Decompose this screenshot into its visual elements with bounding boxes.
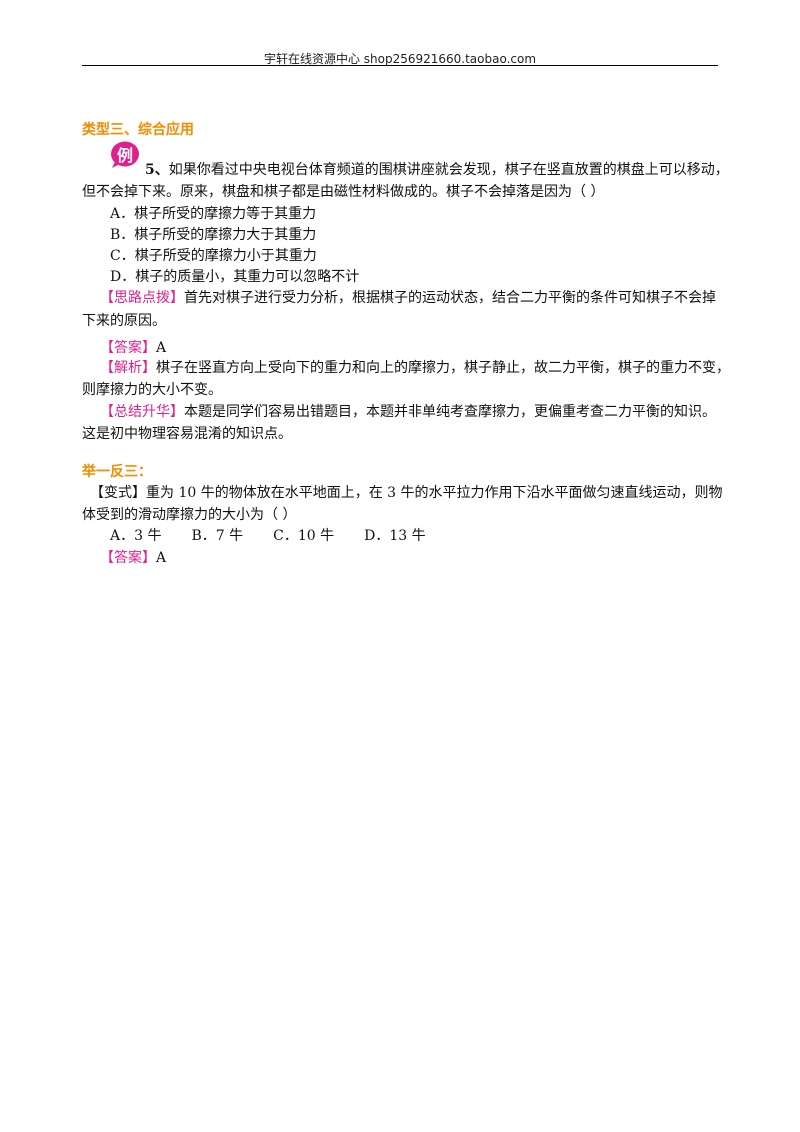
variant-option-c: C．10 牛 (273, 528, 335, 544)
option-b: B．棋子所受的摩擦力大于其重力 (110, 227, 317, 243)
variant-answer-line: 【答案】A (100, 548, 166, 568)
section-title-practice: 举一反三： (82, 464, 152, 480)
hint-line-1: 【思路点拨】首先对棋子进行受力分析，根据棋子的运动状态，结合二力平衡的条件可知棋… (100, 288, 716, 308)
variant-text-1: 重为 10 牛的物体放在水平地面上，在 3 牛的水平拉力作用下沿水平面做匀速直线… (146, 485, 723, 501)
analysis-text-1: 棋子在竖直方向上受向下的重力和向上的摩擦力，棋子静止，故二力平衡，棋子的重力不变… (156, 360, 730, 376)
question-text-1: 如果你看过中央电视台体育频道的围棋讲座就会发现，棋子在竖直放置的棋盘上可以移动， (168, 162, 729, 178)
analysis-tag: 【解析】 (100, 360, 156, 376)
example-badge-icon (111, 141, 139, 168)
variant-line-1: 【变式】重为 10 牛的物体放在水平地面上，在 3 牛的水平拉力作用下沿水平面做… (90, 483, 723, 503)
question-line-2: 但不会掉下来。原来，棋盘和棋子都是由磁性材料做成的。棋子不会掉落是因为（ ） (82, 184, 605, 200)
variant-options: A．3 牛 B．7 牛 C．10 牛 D．13 牛 (110, 526, 426, 546)
analysis-line-1: 【解析】棋子在竖直方向上受向下的重力和向上的摩擦力，棋子静止，故二力平衡，棋子的… (100, 358, 730, 378)
example-badge-label: 例 (116, 146, 133, 165)
analysis-line-2: 则摩擦力的大小不变。 (82, 382, 222, 398)
hint-line-2: 下来的原因。 (82, 313, 166, 329)
answer-tag: 【答案】 (100, 340, 156, 356)
summary-text-1: 本题是同学们容易出错题目，本题并非单纯考查摩擦力，更偏重考查二力平衡的知识。 (184, 404, 716, 420)
variant-option-a: A．3 牛 (110, 528, 162, 544)
answer-line: 【答案】A (100, 338, 166, 358)
variant-option-b: B．7 牛 (191, 528, 244, 544)
option-a: A．棋子所受的摩擦力等于其重力 (110, 206, 317, 222)
question-line-1: 5、如果你看过中央电视台体育频道的围棋讲座就会发现，棋子在竖直放置的棋盘上可以移… (145, 160, 729, 180)
summary-line-1: 【总结升华】本题是同学们容易出错题目，本题并非单纯考查摩擦力，更偏重考查二力平衡… (100, 402, 716, 422)
option-c: C．棋子所受的摩擦力小于其重力 (110, 248, 317, 264)
header-rule (82, 65, 718, 66)
page-header: 宇轩在线资源中心 shop256921660.taobao.com (263, 52, 537, 66)
option-d: D．棋子的质量小，其重力可以忽略不计 (110, 269, 360, 285)
summary-tag: 【总结升华】 (100, 404, 184, 420)
summary-line-2: 这是初中物理容易混淆的知识点。 (82, 426, 292, 442)
hint-tag: 【思路点拨】 (100, 290, 184, 306)
question-number: 5、 (145, 162, 169, 178)
variant-answer-tag: 【答案】 (100, 550, 156, 566)
hint-text-1: 首先对棋子进行受力分析，根据棋子的运动状态，结合二力平衡的条件可知棋子不会掉 (184, 290, 716, 306)
example-badge: 例 (110, 140, 140, 168)
answer-value: A (156, 340, 167, 356)
section-title-comprehensive: 类型三、综合应用 (82, 122, 194, 138)
variant-answer-value: A (156, 550, 167, 566)
variant-option-d: D．13 牛 (364, 528, 426, 544)
variant-line-2: 体受到的滑动摩擦力的大小为（ ） (82, 507, 297, 523)
variant-tag: 【变式】 (90, 485, 146, 501)
